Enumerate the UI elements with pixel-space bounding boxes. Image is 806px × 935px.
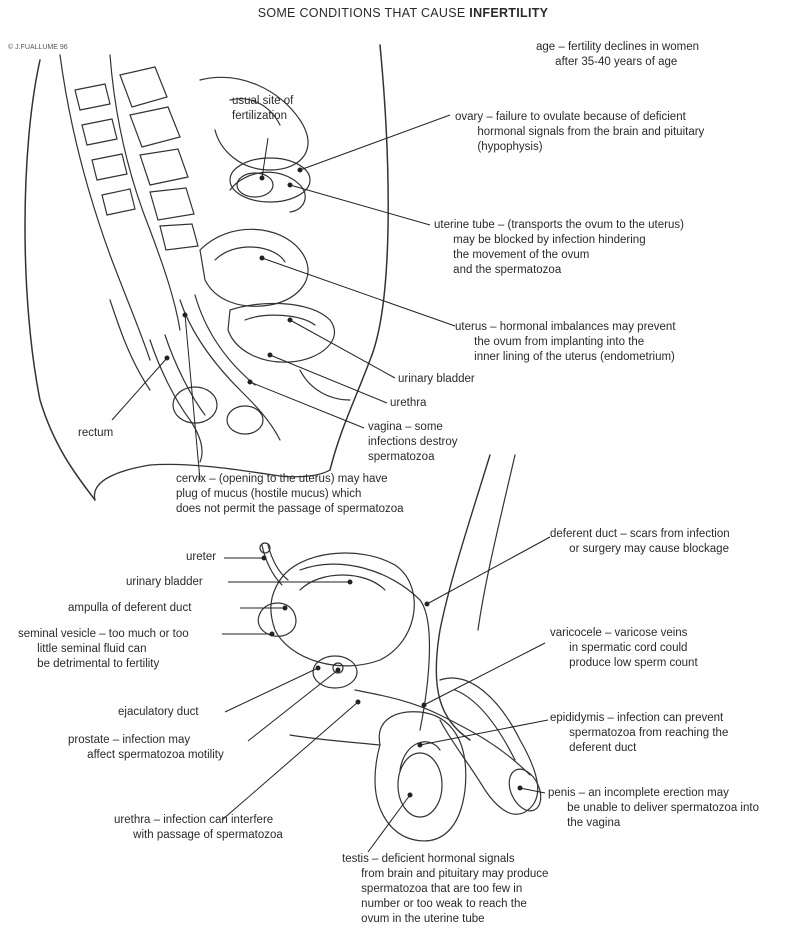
label-testis: testis – deficient hormonal signals from… xyxy=(342,852,548,927)
label-varicocele: varicocele – varicose veins in spermatic… xyxy=(550,626,698,671)
label-urinary-bladder-male: urinary bladder xyxy=(126,575,203,590)
label-ovary: ovary – failure to ovulate because of de… xyxy=(455,110,704,155)
label-ejaculatory-duct: ejaculatory duct xyxy=(118,705,199,720)
label-age: age – fertility declines in women after … xyxy=(536,40,699,70)
label-cervix: cervix – (opening to the uterus) may hav… xyxy=(176,472,404,517)
label-rectum: rectum xyxy=(78,426,113,441)
label-urethra-female: urethra xyxy=(390,396,426,411)
label-uterine-tube: uterine tube – (transports the ovum to t… xyxy=(434,218,684,278)
label-vagina: vagina – some infections destroy spermat… xyxy=(368,420,458,465)
label-prostate: prostate – infection may affect spermato… xyxy=(68,733,224,763)
label-epididymis: epididymis – infection can prevent sperm… xyxy=(550,711,728,756)
label-penis: penis – an incomplete erection may be un… xyxy=(548,786,759,831)
label-uterus: uterus – hormonal imbalances may prevent… xyxy=(455,320,676,365)
label-ampulla-of-deferent-duct: ampulla of deferent duct xyxy=(68,601,191,616)
label-urethra-male: urethra – infection can interfere with p… xyxy=(114,813,283,843)
label-ureter: ureter xyxy=(186,550,216,565)
label-seminal-vesicle: seminal vesicle – too much or too little… xyxy=(18,627,189,672)
label-deferent-duct: deferent duct – scars from infection or … xyxy=(550,527,730,557)
label-usual-site-of-fertilization: usual site of fertilization xyxy=(232,94,293,124)
label-urinary-bladder-female: urinary bladder xyxy=(398,372,475,387)
